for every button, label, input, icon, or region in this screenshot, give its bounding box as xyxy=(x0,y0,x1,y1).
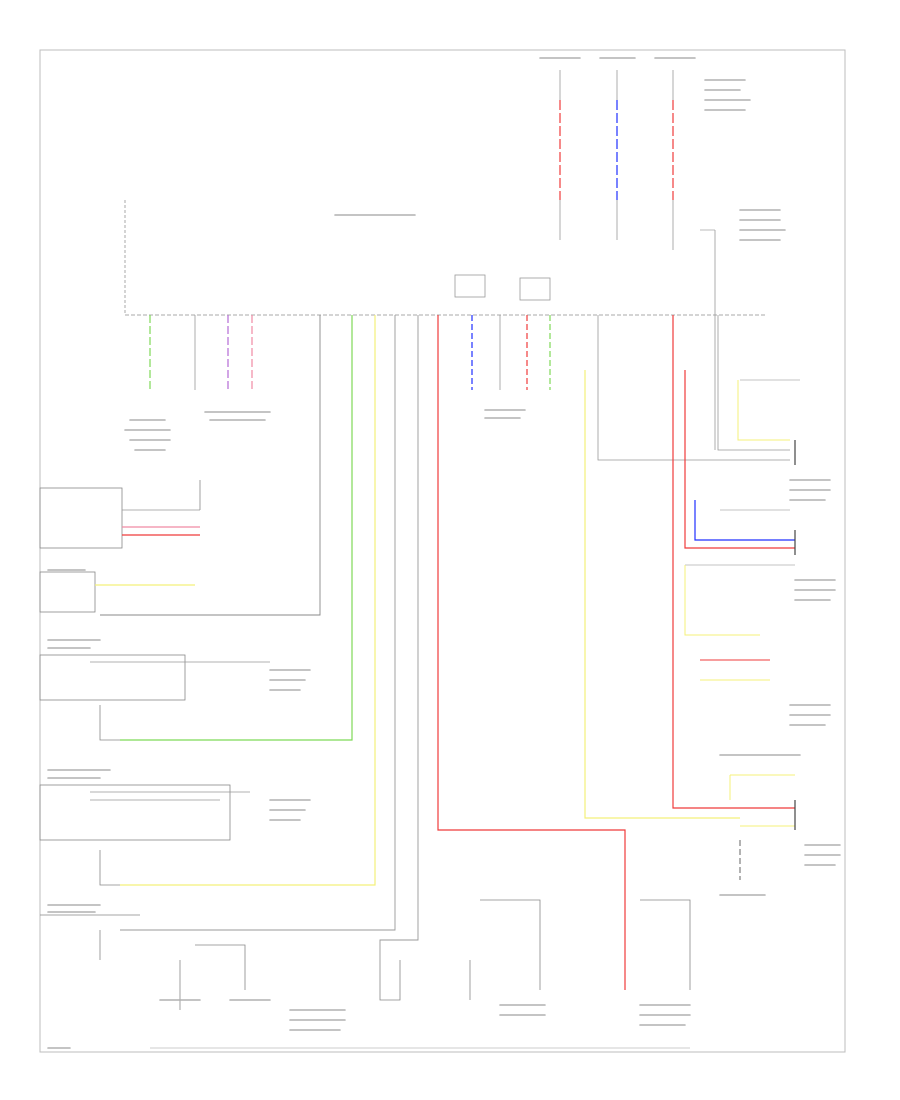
diagram-frame xyxy=(39,49,846,1053)
bottom-components xyxy=(150,899,691,1049)
bus-wires xyxy=(100,315,795,990)
left-switches xyxy=(39,480,270,960)
label-marks xyxy=(47,57,841,1049)
top-power-sources xyxy=(559,70,674,250)
module-bus xyxy=(124,200,765,450)
right-connectors xyxy=(684,379,800,880)
